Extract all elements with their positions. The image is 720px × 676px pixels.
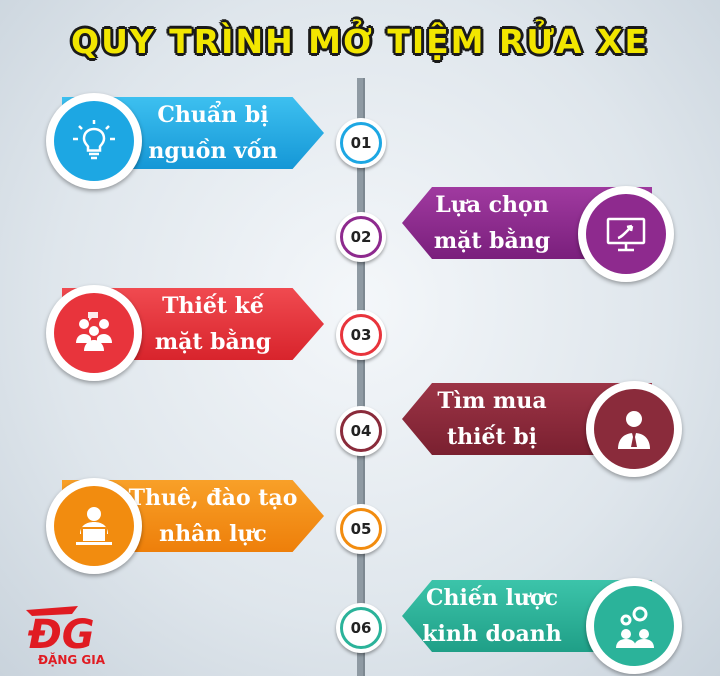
step-1-number: 01 [340, 122, 382, 164]
step-5-line2: nhân lực [159, 521, 267, 547]
lightbulb-icon [73, 120, 115, 160]
step-1-icon-badge [46, 93, 142, 189]
step-4-line1: Tìm mua [437, 388, 547, 414]
step-6-number-dot: 06 [336, 603, 386, 653]
step-4-number-dot: 04 [336, 406, 386, 456]
monitor-icon [606, 217, 646, 252]
step-3-number: 03 [340, 314, 382, 356]
step-4-number: 04 [340, 410, 382, 452]
step-2-line1: Lựa chọn [435, 192, 549, 218]
step-2-line2: mặt bằng [433, 228, 551, 254]
svg-text:ĐG: ĐG [27, 612, 95, 658]
meeting-icon [76, 312, 112, 351]
step-3-line1: Thiết kế [162, 293, 264, 319]
timeline-line [357, 78, 365, 676]
step-3-icon-badge [46, 285, 142, 381]
step-3-number-dot: 03 [336, 310, 386, 360]
step-6-line2: kinh doanh [422, 621, 562, 647]
dang-gia-logo: ĐG ĐẶNG GIA [26, 606, 106, 667]
businessman-icon [618, 411, 650, 449]
step-4-icon-badge [586, 381, 682, 477]
step-3-line2: mặt bằng [154, 329, 272, 355]
strategy-icon [616, 606, 654, 648]
step-5-icon-badge [46, 478, 142, 574]
step-2-number-dot: 02 [336, 212, 386, 262]
step-2-icon-badge [578, 186, 674, 282]
step-6-line1: Chiến lược [426, 585, 558, 611]
step-6-number: 06 [340, 607, 382, 649]
laptop-user-icon [76, 507, 112, 545]
step-4-line2: thiết bị [446, 424, 538, 450]
step-1-number-dot: 01 [336, 118, 386, 168]
step-2-number: 02 [340, 216, 382, 258]
step-5-number: 05 [340, 508, 382, 550]
step-5-number-dot: 05 [336, 504, 386, 554]
step-6-icon-badge [586, 578, 682, 674]
page-title: QUY TRÌNH MỞ TIỆM RỬA XE [71, 22, 649, 61]
step-1-line1: Chuẩn bị [157, 102, 269, 128]
step-5-line1: Thuê, đào tạo [128, 485, 298, 511]
logo-text: ĐẶNG GIA [38, 652, 106, 667]
step-1-line2: nguồn vốn [148, 138, 278, 164]
